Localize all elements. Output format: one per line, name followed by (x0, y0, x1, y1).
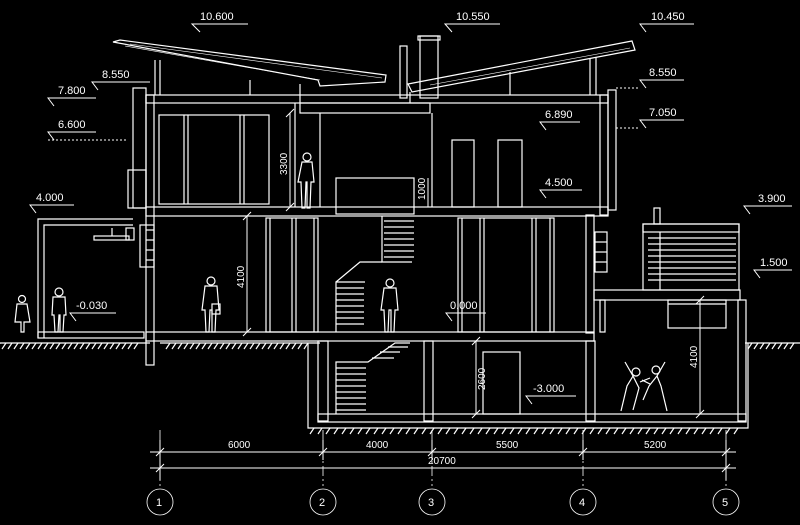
level-eave-west: 8.550 (102, 69, 130, 81)
window-terrace (667, 299, 727, 329)
span-3-4: 5500 (496, 440, 519, 451)
axis-bubble (418, 488, 446, 516)
axis-label-3: 3 (428, 497, 434, 509)
axis-bubble (712, 488, 740, 516)
stair-upper (335, 177, 415, 332)
span-1-2: 6000 (228, 440, 251, 451)
height-basement: 2600 (477, 367, 488, 390)
height-ground-room: 4100 (236, 265, 247, 288)
human-figure (51, 287, 67, 333)
annex-details (93, 227, 135, 241)
span-4-5: 5200 (644, 440, 667, 451)
level-annex-roof: 4.000 (36, 192, 64, 204)
height-terrace-basement: 4100 (689, 345, 700, 368)
axis-bubble (569, 488, 597, 516)
stair-basement (335, 342, 410, 414)
axis-bubble (309, 488, 337, 516)
axis-bubble (146, 488, 174, 516)
window-ground-west (265, 217, 319, 333)
terrace-pavilion (642, 207, 740, 291)
door-basement (482, 351, 521, 415)
level-roof-west: 10.600 (200, 11, 234, 23)
doors-upper-east (451, 139, 523, 208)
span-2-3: 4000 (366, 440, 389, 451)
height-stair-rail: 1000 (417, 177, 428, 200)
level-window-head: 6.890 (545, 109, 573, 121)
level-eave-east: 8.550 (649, 67, 677, 79)
human-figure (380, 278, 399, 333)
level-roof-east: 10.450 (651, 11, 685, 23)
level-labels: 10.600 10.550 10.450 8.550 8.550 7.800 7… (36, 11, 788, 395)
level-terrace: 1.500 (760, 257, 788, 269)
level-roof-mid: 10.550 (456, 11, 490, 23)
axis-label-1: 1 (156, 497, 162, 509)
west-wall-openings (139, 224, 608, 273)
grid-axes (146, 430, 740, 516)
level-ceiling-east: 7.050 (649, 107, 677, 119)
human-figure (14, 294, 31, 333)
level-ceiling-west: 6.600 (58, 119, 86, 131)
window-ground-east (457, 217, 555, 333)
dancing-figures (620, 361, 668, 412)
basement-ground-line (307, 343, 749, 435)
height-upper-room: 3300 (279, 152, 290, 175)
axis-label-5: 5 (722, 497, 728, 509)
roof-west (112, 39, 387, 103)
chimney (399, 35, 441, 99)
axis-labels: 1 2 3 4 5 (156, 497, 728, 509)
roof-east (407, 40, 636, 103)
level-outside-ground: -0.030 (76, 300, 107, 312)
human-figure (201, 276, 221, 333)
vertical-dimensions (242, 108, 705, 419)
ground-line (0, 342, 800, 350)
axis-label-4: 4 (579, 497, 585, 509)
level-second-floor: 4.500 (545, 177, 573, 189)
span-total: 20700 (428, 456, 456, 467)
level-basement: -3.000 (533, 383, 564, 395)
level-markers (29, 23, 792, 405)
window-upper-west (158, 114, 270, 205)
span-labels: 6000 4000 5500 5200 20700 (228, 440, 667, 467)
height-labels: 3300 1000 4100 2600 4100 (236, 152, 700, 390)
level-parapet-west: 7.800 (58, 85, 86, 97)
axis-label-2: 2 (319, 497, 325, 509)
level-ground-floor: 0.000 (450, 300, 478, 312)
human-figure (297, 152, 315, 209)
level-terrace-roof: 3.900 (758, 193, 786, 205)
